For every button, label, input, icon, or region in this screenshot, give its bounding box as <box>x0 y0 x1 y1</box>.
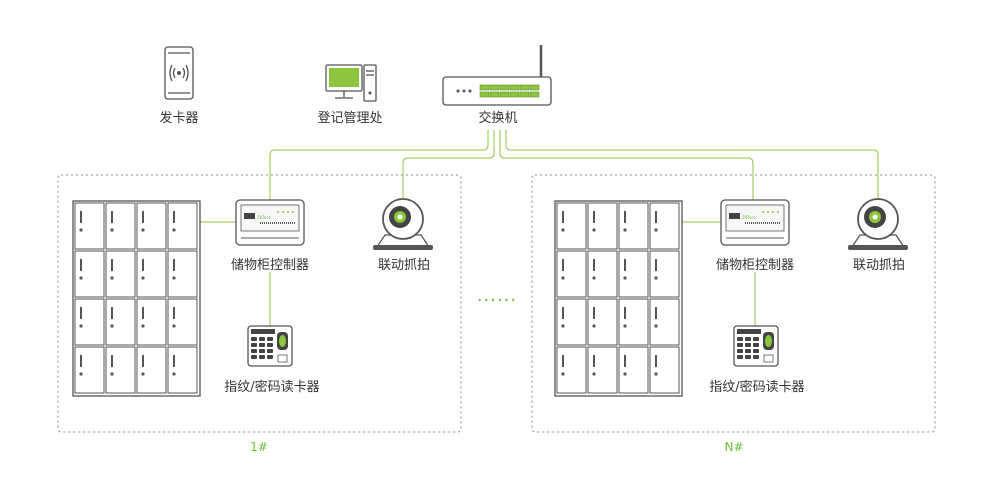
locker-door <box>167 250 198 298</box>
reader-key <box>753 343 759 347</box>
locker-door <box>587 202 618 250</box>
reader-key <box>745 343 751 347</box>
locker-door <box>74 346 105 394</box>
reader-key <box>745 355 751 359</box>
controller-icon-1: ZKTeco <box>235 199 305 246</box>
camera-label-n: 联动抓拍 <box>852 258 906 273</box>
locker-door <box>649 202 680 250</box>
locker-door <box>167 346 198 394</box>
locker-door <box>105 250 136 298</box>
reader-key <box>753 355 759 359</box>
link-switch-controller-1 <box>269 130 489 200</box>
locker-door <box>556 346 587 394</box>
reader-key <box>737 355 743 359</box>
locker-door <box>649 250 680 298</box>
network-links <box>199 130 879 326</box>
link-switch-camera-1 <box>402 130 495 198</box>
reader-key <box>267 355 273 359</box>
locker-door <box>556 250 587 298</box>
locker-door <box>587 250 618 298</box>
reader-icon-n <box>733 325 779 367</box>
locker-door <box>167 298 198 346</box>
locker-door <box>618 202 649 250</box>
reader-key <box>737 349 743 353</box>
registration-label: 登记管理处 <box>317 111 383 126</box>
card-slot <box>763 354 774 363</box>
reader-key <box>745 337 751 341</box>
controller-brand: ZKTeco <box>257 215 271 220</box>
locker-door <box>167 202 198 250</box>
locker-door <box>587 346 618 394</box>
switch-icon <box>442 45 552 106</box>
reader-key <box>267 343 273 347</box>
group-label-1: 1# <box>250 440 268 454</box>
controller-icon-n: ZKTeco <box>720 199 790 246</box>
locker-door <box>618 250 649 298</box>
camera-icon-n <box>848 198 908 250</box>
reader-icon-1 <box>247 325 293 367</box>
camera-label-1: 联动抓拍 <box>377 258 431 273</box>
reader-key <box>267 349 273 353</box>
reader-label-n: 指纹/密码读卡器 <box>709 380 805 395</box>
group-label-n: N# <box>724 440 744 454</box>
fingerprint-icon <box>765 335 772 347</box>
link-switch-controller-n <box>499 130 754 200</box>
reader-key <box>259 355 265 359</box>
locker-door <box>136 346 167 394</box>
locker-door <box>587 298 618 346</box>
locker-door <box>74 298 105 346</box>
reader-key <box>737 343 743 347</box>
locker-door <box>105 346 136 394</box>
card-issuer-label: 发卡器 <box>159 111 199 126</box>
more-groups-ellipsis: ...... <box>476 285 518 306</box>
controller-label-n: 储物柜控制器 <box>715 258 795 273</box>
locker-cabinet-1 <box>72 200 201 397</box>
locker-door <box>618 346 649 394</box>
locker-door <box>649 346 680 394</box>
reader-key <box>745 349 751 353</box>
reader-key <box>259 337 265 341</box>
reader-label-1: 指纹/密码读卡器 <box>224 380 320 395</box>
controller-brand: ZKTeco <box>742 215 756 220</box>
locker-door <box>556 298 587 346</box>
reader-key <box>251 349 257 353</box>
locker-door <box>74 202 105 250</box>
reader-key <box>267 337 273 341</box>
reader-key <box>753 337 759 341</box>
group-frame-n <box>531 174 936 433</box>
reader-key <box>737 337 743 341</box>
locker-door <box>105 202 136 250</box>
reader-key <box>251 337 257 341</box>
group-frame-1 <box>57 174 462 433</box>
fingerprint-icon <box>279 335 286 347</box>
reader-key <box>753 349 759 353</box>
reader-key <box>259 349 265 353</box>
reader-key <box>251 355 257 359</box>
reader-key <box>259 343 265 347</box>
card-issuer-icon <box>164 46 194 100</box>
controller-label-1: 储物柜控制器 <box>230 258 310 273</box>
card-slot <box>277 354 288 363</box>
locker-door <box>618 298 649 346</box>
locker-door <box>136 202 167 250</box>
computer-icon <box>325 64 377 102</box>
switch-label: 交换机 <box>478 111 518 126</box>
locker-door <box>136 298 167 346</box>
locker-cabinet-n <box>554 200 683 397</box>
reader-key <box>251 343 257 347</box>
locker-door <box>105 298 136 346</box>
locker-door <box>649 298 680 346</box>
locker-door <box>74 250 105 298</box>
locker-door <box>136 250 167 298</box>
locker-door <box>556 202 587 250</box>
camera-icon-1 <box>373 198 433 250</box>
link-switch-camera-n <box>505 130 879 198</box>
